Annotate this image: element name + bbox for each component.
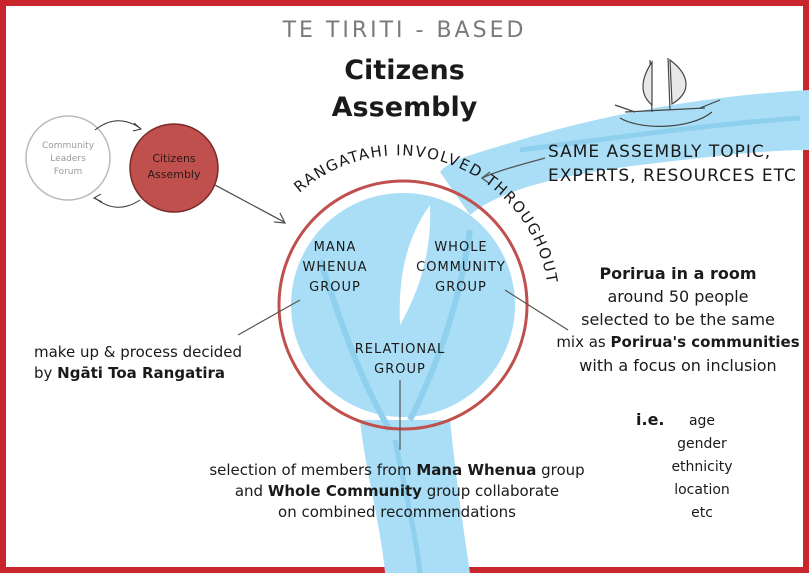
inclusion-item: gender: [677, 436, 727, 452]
right-caption-line: selected to be the same: [581, 310, 775, 329]
left-caption: make up & process decided by Ngāti Toa R…: [34, 342, 242, 384]
stream-label: SAME ASSEMBLY TOPIC, EXPERTS, RESOURCES …: [548, 140, 797, 188]
title-line-3: Assembly: [331, 92, 478, 123]
citizens-assembly-label: Citizens Assembly: [134, 151, 214, 183]
water-streak: [392, 439, 423, 573]
left-caption-bold: Ngāti Toa Rangatira: [57, 364, 226, 382]
community-forum-line: Forum: [53, 167, 83, 177]
bottom-caption-bold: Whole Community: [267, 482, 422, 500]
bottom-caption: selection of members from Mana Whenua gr…: [192, 460, 602, 523]
group-line: RELATIONAL: [354, 342, 446, 357]
assembly-ring: [277, 179, 529, 431]
group-line: GROUP: [309, 280, 361, 295]
title-line-1: TE TIRITI - BASED: [282, 18, 527, 43]
water-streak: [317, 259, 393, 432]
citizens-assembly-circle: [129, 123, 219, 213]
bottom-caption-text: and: [234, 482, 268, 500]
community-leaders-forum-circle: [25, 115, 111, 201]
arrow-to-ring: [214, 184, 285, 223]
water-streak: [407, 229, 473, 422]
right-caption: Porirua in a room around 50 people selec…: [553, 262, 803, 377]
inclusion-item: age: [688, 413, 716, 429]
bottom-caption-bold: Mana Whenua: [416, 461, 537, 479]
bottom-caption-line: on combined recommendations: [278, 503, 516, 521]
group-line: COMMUNITY: [416, 260, 506, 275]
connector-left: [237, 299, 301, 336]
loop-arrow-bottom-head: [92, 193, 103, 203]
bottom-caption-line: selection of members from Mana Whenua gr…: [192, 460, 602, 481]
loop-arrow-top: [94, 120, 141, 131]
citizens-assembly-line: Citizens: [152, 152, 196, 165]
bottom-caption-text: group collaborate: [421, 482, 560, 500]
inclusion-item: ethnicity: [671, 459, 733, 475]
bottom-caption-text: selection of members from: [209, 461, 417, 479]
stream-label-line: SAME ASSEMBLY TOPIC,: [548, 142, 772, 162]
arrow-from-stream-label: [481, 157, 546, 179]
group-line: MANA: [313, 240, 357, 255]
arrow-from-stream-label-head: [480, 171, 491, 185]
left-caption-line: make up & process decided: [34, 343, 243, 361]
group-line: GROUP: [374, 362, 426, 377]
right-caption-line: with a focus on inclusion: [579, 356, 777, 375]
inclusion-item: etc: [691, 505, 713, 521]
mana-whenua-group-label: MANA WHENUA GROUP: [285, 238, 385, 298]
right-caption-bold: Porirua's communities: [610, 333, 800, 351]
bottom-caption-line: and Whole Community group collaborate: [192, 481, 602, 502]
citizens-assembly-line: Assembly: [147, 168, 201, 181]
right-caption-line: mix as Porirua's communities: [553, 331, 803, 354]
inclusion-list: age gender ethnicity location etc: [662, 410, 742, 525]
right-caption-text: mix as: [556, 333, 611, 351]
river-stream-top: [440, 90, 809, 215]
group-line: GROUP: [435, 280, 487, 295]
ie-label: i.e.: [636, 410, 665, 429]
community-forum-line: Community: [41, 141, 95, 151]
left-caption-line: by Ngāti Toa Rangatira: [34, 363, 242, 384]
community-forum-line: Leaders: [50, 154, 86, 164]
left-caption-text: by: [34, 364, 58, 382]
water-streak: [519, 115, 801, 153]
relational-group-label: RELATIONAL GROUP: [340, 340, 460, 380]
group-line: WHOLE: [434, 240, 488, 255]
inclusion-item: location: [674, 482, 730, 498]
loop-arrow-bottom: [94, 197, 141, 208]
group-line: WHENUA: [302, 260, 368, 275]
waka-sail-boat-icon: [614, 57, 721, 127]
whole-community-group-label: WHOLE COMMUNITY GROUP: [405, 238, 517, 298]
stream-label-line: EXPERTS, RESOURCES ETC: [548, 166, 797, 186]
pool-island: [399, 205, 431, 325]
right-caption-heading: Porirua in a room: [599, 264, 757, 283]
right-caption-line: around 50 people: [607, 287, 749, 306]
community-forum-label: Community Leaders Forum: [33, 140, 103, 179]
bottom-caption-text: group: [536, 461, 585, 479]
title-line-2: Citizens: [344, 55, 465, 86]
connector-right: [504, 289, 569, 331]
river-stream-bottom: [360, 420, 470, 573]
arrow-to-ring-head: [273, 212, 287, 224]
loop-arrow-top-head: [132, 122, 143, 132]
